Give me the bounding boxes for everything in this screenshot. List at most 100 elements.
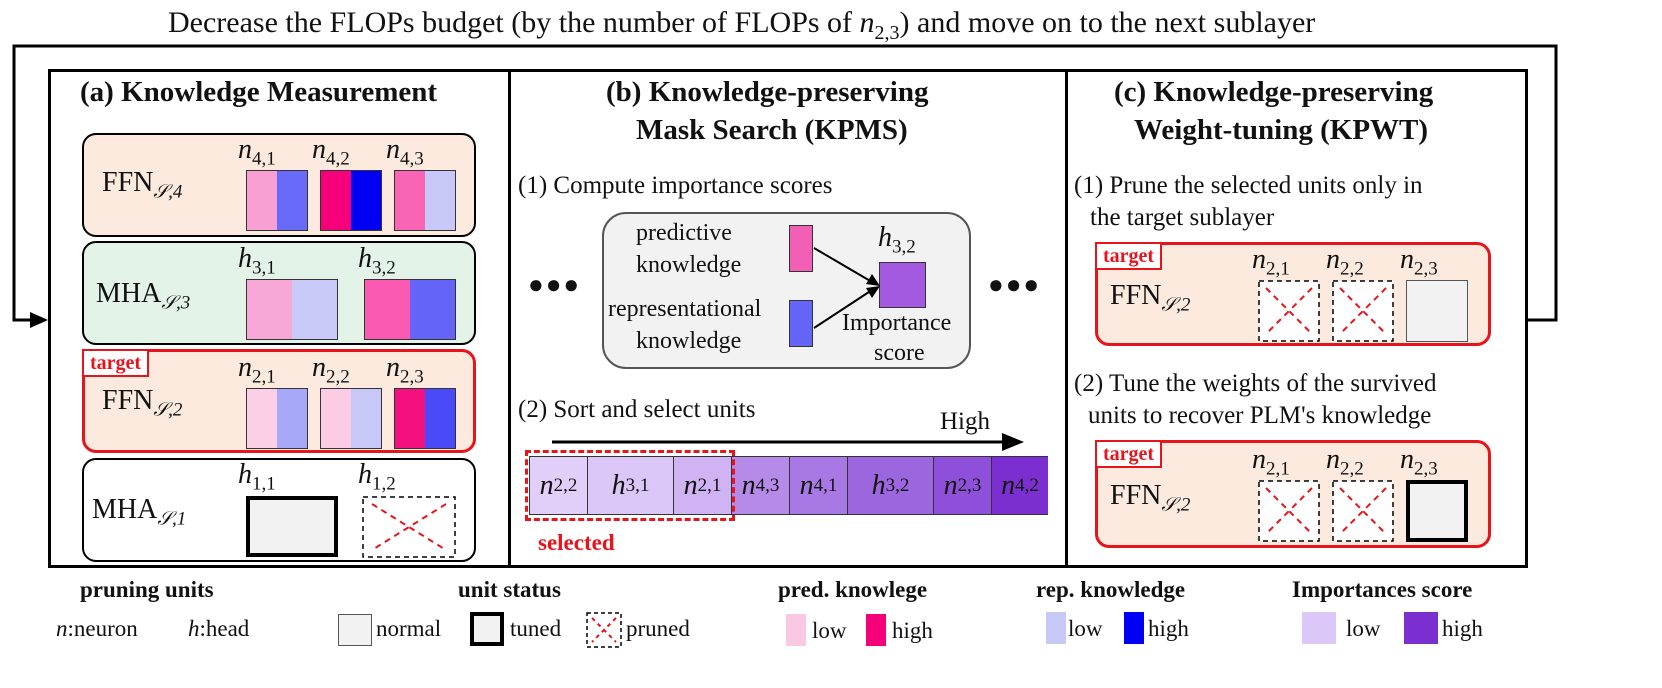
unit-label-h31: h3,1 xyxy=(238,243,276,279)
kpwt-prune-module-label: FFN𝒮,2 xyxy=(1110,280,1191,316)
mha-s1-label: MHA𝒮,1 xyxy=(92,494,187,530)
pred-knowledge-swatch xyxy=(789,225,813,272)
target-tag-c2: target xyxy=(1095,440,1163,468)
kpwt-step1-2: the target sublayer xyxy=(1090,204,1275,231)
c1-unit-n21-pruned xyxy=(1258,280,1320,342)
importance-score-label-2: score xyxy=(874,340,925,366)
legend-rep-low-label: low xyxy=(1068,616,1103,641)
kpwt-step2-1: (2) Tune the weights of the survived xyxy=(1074,370,1437,397)
c1-unit-n23-normal xyxy=(1406,280,1468,342)
high-arrow-label: High xyxy=(940,408,990,435)
score-unit-label: h3,2 xyxy=(878,222,916,258)
ellipsis-right: ●●● xyxy=(988,270,1042,299)
importance-score-label-1: Importance xyxy=(842,310,952,336)
kpwt-step2-2: units to recover PLM's knowledge xyxy=(1088,402,1432,429)
ffn-s4-label: FFN𝒮,4 xyxy=(102,167,183,203)
unit-label-h12: h1,2 xyxy=(358,459,396,495)
legend-pred-title: pred. knowlege xyxy=(778,577,928,602)
c1-unit-n22-pruned xyxy=(1332,280,1394,342)
target-tag-a: target xyxy=(82,349,150,377)
c2-unit-label-n22: n2,2 xyxy=(1326,444,1364,480)
c1-unit-label-n23: n2,3 xyxy=(1400,244,1438,280)
pred-knowledge-label-1: predictive xyxy=(636,220,732,246)
legend-imp-high-label: high xyxy=(1442,616,1483,641)
unit-label-n21: n2,1 xyxy=(238,352,276,388)
unit-h31 xyxy=(246,279,338,340)
unit-n41 xyxy=(246,170,308,231)
panel-b-title-1: (b) Knowledge-preserving xyxy=(606,76,929,108)
unit-label-n23: n2,3 xyxy=(386,352,424,388)
unit-n23 xyxy=(394,388,456,449)
legend-pred-high-swatch xyxy=(866,614,886,646)
selected-bracket xyxy=(525,450,735,521)
legend-pruning-units-title: pruning units xyxy=(80,577,214,602)
rep-knowledge-swatch xyxy=(789,300,813,347)
c2-unit-label-n21: n2,1 xyxy=(1252,444,1290,480)
combine-arrows xyxy=(813,247,880,329)
kpms-step1: (1) Compute importance scores xyxy=(518,172,833,199)
c1-unit-label-n22: n2,2 xyxy=(1326,244,1364,280)
kpwt-step1-1: (1) Prune the selected units only in xyxy=(1074,172,1423,199)
unit-h11-tuned xyxy=(246,496,338,557)
unit-n22 xyxy=(320,388,382,449)
legend-imp-low-label: low xyxy=(1346,616,1381,641)
c2-unit-label-n23: n2,3 xyxy=(1400,444,1438,480)
unit-label-n22: n2,2 xyxy=(312,352,350,388)
legend-pred-low-label: low xyxy=(812,618,847,643)
legend-imp-high-swatch xyxy=(1404,612,1438,644)
ellipsis-left: ●●● xyxy=(528,270,582,299)
unit-label-n43: n4,3 xyxy=(386,134,424,170)
pred-knowledge-label-2: knowledge xyxy=(636,252,742,278)
unit-n21 xyxy=(246,388,308,449)
legend-tuned-swatch xyxy=(470,612,504,646)
legend-imp-title: Importances score xyxy=(1292,577,1473,602)
panel-kpwt xyxy=(1065,69,1528,568)
panel-c-title-2: Weight-tuning (KPWT) xyxy=(1134,114,1429,146)
unit-label-h11: h1,1 xyxy=(238,459,276,495)
legend-normal-swatch xyxy=(338,614,372,646)
unit-n43 xyxy=(394,170,456,231)
panel-c-title-1: (c) Knowledge-preserving xyxy=(1114,76,1434,108)
legend-unit-status-title: unit status xyxy=(458,577,561,602)
top-caption: Decrease the FLOPs budget (by the number… xyxy=(168,6,1316,44)
unit-h12-pruned xyxy=(362,496,456,558)
legend-pred-high-label: high xyxy=(892,618,933,643)
c2-unit-n23-tuned xyxy=(1406,480,1468,542)
rep-knowledge-label-2: knowledge xyxy=(636,328,742,354)
legend-pred-low-swatch xyxy=(786,614,806,646)
unit-label-n41: n4,1 xyxy=(238,134,276,170)
legend-neuron: n:neuron xyxy=(56,616,138,641)
legend-normal-label: normal xyxy=(376,616,442,641)
c2-unit-n21-pruned xyxy=(1258,480,1320,542)
legend-pruned-label: pruned xyxy=(626,616,690,641)
unit-label-n42: n4,2 xyxy=(312,134,350,170)
high-arrow xyxy=(552,433,1024,451)
selected-label: selected xyxy=(538,530,615,555)
rep-knowledge-label-1: representational xyxy=(608,296,762,322)
c2-unit-n22-pruned xyxy=(1332,480,1394,542)
ffn-s2-label: FFN𝒮,2 xyxy=(102,385,183,421)
legend-tuned-label: tuned xyxy=(510,616,562,641)
kpms-step2: (2) Sort and select units xyxy=(518,396,756,423)
unit-n42 xyxy=(320,170,382,231)
importance-score-swatch xyxy=(879,262,926,308)
legend-rep-low-swatch xyxy=(1046,612,1066,644)
panel-b-title-2: Mask Search (KPMS) xyxy=(636,114,908,146)
legend-rep-high-label: high xyxy=(1148,616,1189,641)
c1-unit-label-n21: n2,1 xyxy=(1252,244,1290,280)
unit-label-h32: h3,2 xyxy=(358,243,396,279)
unit-h32 xyxy=(364,279,456,340)
legend-rep-high-swatch xyxy=(1124,612,1144,644)
mha-s3-label: MHA𝒮,3 xyxy=(96,278,191,314)
legend-pruned-swatch xyxy=(586,612,622,648)
legend-head: h:head xyxy=(188,616,250,641)
